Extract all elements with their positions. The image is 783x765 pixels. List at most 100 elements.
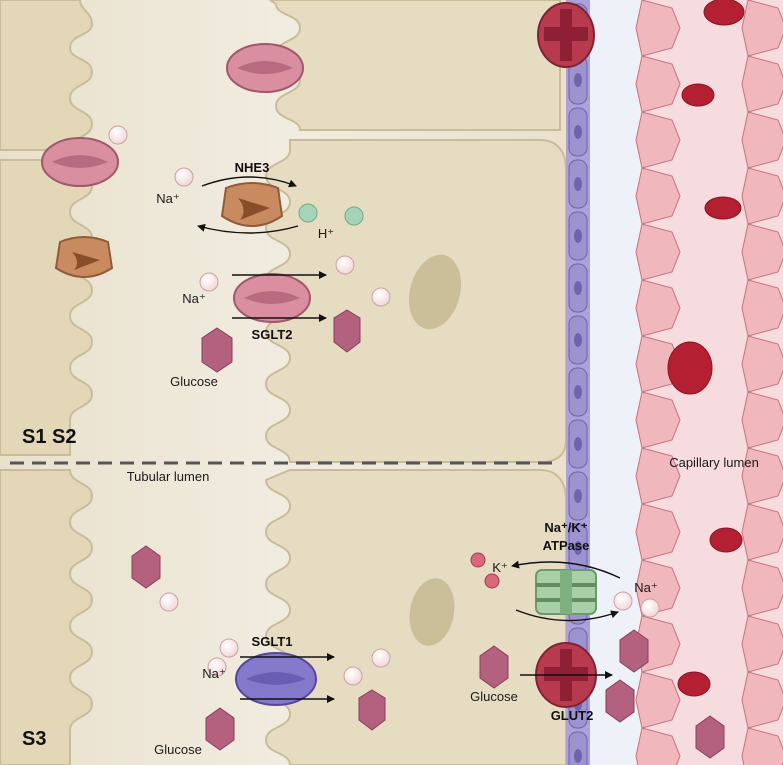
na-ion bbox=[207, 657, 227, 677]
na-label-sglt1: Na⁺ bbox=[202, 666, 225, 681]
na-ion bbox=[371, 648, 391, 668]
na-ion bbox=[335, 255, 355, 275]
capillary-wall-cell bbox=[635, 279, 681, 337]
glucose-label-sglt2: Glucose bbox=[170, 374, 218, 389]
glucose-molecule bbox=[619, 629, 649, 673]
capillary-lumen-label: Capillary lumen bbox=[669, 455, 759, 470]
h-ion bbox=[298, 203, 318, 223]
sglt1-label: SGLT1 bbox=[252, 634, 293, 649]
glut2-transporter-top bbox=[537, 2, 595, 68]
right-cells bbox=[264, 0, 567, 765]
capillary-wall-cell bbox=[635, 0, 681, 57]
na-label-pump: Na⁺ bbox=[634, 580, 657, 595]
glut2-label: GLUT2 bbox=[551, 708, 594, 723]
capillary-wall-cell bbox=[635, 111, 681, 169]
red-blood-cell bbox=[704, 196, 742, 220]
capillary-wall-cell bbox=[635, 447, 681, 505]
capillary-wall-cell bbox=[635, 671, 681, 729]
red-blood-cell bbox=[677, 671, 711, 697]
left-cells bbox=[0, 0, 94, 765]
cell-top bbox=[268, 0, 561, 131]
capillary-wall-cell bbox=[741, 111, 783, 169]
red-blood-cell bbox=[709, 527, 743, 553]
capillary-wall-cell bbox=[741, 559, 783, 617]
capillary-wall-cell bbox=[741, 671, 783, 729]
glucose-molecules bbox=[131, 309, 725, 759]
glucose-molecule bbox=[695, 715, 725, 759]
atpase-k-arrow bbox=[511, 560, 621, 579]
capillary-wall-cell bbox=[741, 167, 783, 225]
capillary-wall-cell bbox=[741, 391, 783, 449]
capillary-wall-cell bbox=[635, 727, 681, 765]
endothelial-nucleus bbox=[574, 281, 582, 295]
capillary-wall-cell bbox=[741, 503, 783, 561]
glucose-molecule bbox=[358, 689, 386, 731]
endothelial-nucleus bbox=[574, 229, 582, 243]
nucleus-s1s2 bbox=[408, 254, 462, 330]
segment-s3-label: S3 bbox=[22, 728, 46, 750]
glucose-molecule bbox=[605, 679, 635, 723]
capillary-wall-cell bbox=[741, 0, 783, 57]
endothelial-nucleus bbox=[574, 73, 582, 87]
left-cell-2 bbox=[0, 159, 94, 456]
nhe3-transporter-left bbox=[54, 236, 114, 278]
capillary-wall-cell bbox=[741, 55, 783, 113]
endothelial-nucleus bbox=[574, 489, 582, 503]
glucose-molecule bbox=[131, 545, 161, 589]
glucose-molecule bbox=[333, 309, 361, 353]
na-ion bbox=[371, 287, 391, 307]
capillary-wall-cell bbox=[741, 335, 783, 393]
nhe3-transporter bbox=[220, 182, 284, 227]
na-ion bbox=[219, 638, 239, 658]
nak-atpase-label-line2: ATPase bbox=[543, 538, 590, 553]
endothelial-nucleus bbox=[574, 437, 582, 451]
h-label: H⁺ bbox=[318, 226, 334, 241]
capillary-wall-cell bbox=[635, 391, 681, 449]
sglt2-transporter-left bbox=[41, 137, 119, 187]
endothelial-nucleus bbox=[574, 177, 582, 191]
k-ion bbox=[470, 552, 486, 568]
transport-arrows bbox=[197, 176, 621, 703]
red-blood-cell bbox=[667, 341, 713, 395]
left-cell-1 bbox=[0, 0, 94, 151]
h-ion bbox=[344, 206, 364, 226]
capillary-wall-cell bbox=[741, 727, 783, 765]
k-ion bbox=[484, 573, 500, 589]
red-blood-cells bbox=[667, 0, 745, 697]
sglt2-label: SGLT2 bbox=[252, 327, 293, 342]
glucose-label-sglt1: Glucose bbox=[154, 742, 202, 757]
capillary-wall-cell bbox=[635, 55, 681, 113]
na-ion bbox=[108, 125, 128, 145]
segment-s1s2-label: S1 S2 bbox=[22, 426, 76, 448]
red-blood-cell bbox=[703, 0, 745, 26]
red-blood-cell bbox=[681, 83, 715, 107]
endothelial-nucleus bbox=[574, 749, 582, 763]
na-ion bbox=[199, 272, 219, 292]
glucose-molecule bbox=[201, 327, 233, 373]
na-ion bbox=[613, 591, 633, 611]
capillary-wall-cell bbox=[635, 503, 681, 561]
capillary-wall-cell bbox=[635, 223, 681, 281]
capillary-wall-cell bbox=[635, 335, 681, 393]
na-ion bbox=[159, 592, 179, 612]
capillary-wall-cell bbox=[741, 447, 783, 505]
left-cell-3 bbox=[0, 469, 94, 765]
nhe3-h-arrow bbox=[197, 223, 299, 234]
na-ion bbox=[174, 167, 194, 187]
capillary-wall-cell bbox=[741, 279, 783, 337]
endothelial-nucleus bbox=[574, 541, 582, 555]
nak-atpase-pump bbox=[535, 569, 597, 615]
sglt2-transporter-top bbox=[226, 43, 304, 93]
na-label-nhe3: Na⁺ bbox=[156, 191, 179, 206]
atpase-na-arrow bbox=[515, 609, 619, 622]
transporters bbox=[41, 2, 597, 708]
sglt1-transporter bbox=[235, 652, 317, 706]
nhe3-label: NHE3 bbox=[235, 160, 270, 175]
glucose-molecule bbox=[479, 645, 509, 689]
glucose-molecule bbox=[205, 707, 235, 751]
sglt2-transporter bbox=[233, 273, 311, 323]
k-label: K⁺ bbox=[492, 560, 508, 575]
nhe3-na-arrow bbox=[201, 176, 297, 188]
